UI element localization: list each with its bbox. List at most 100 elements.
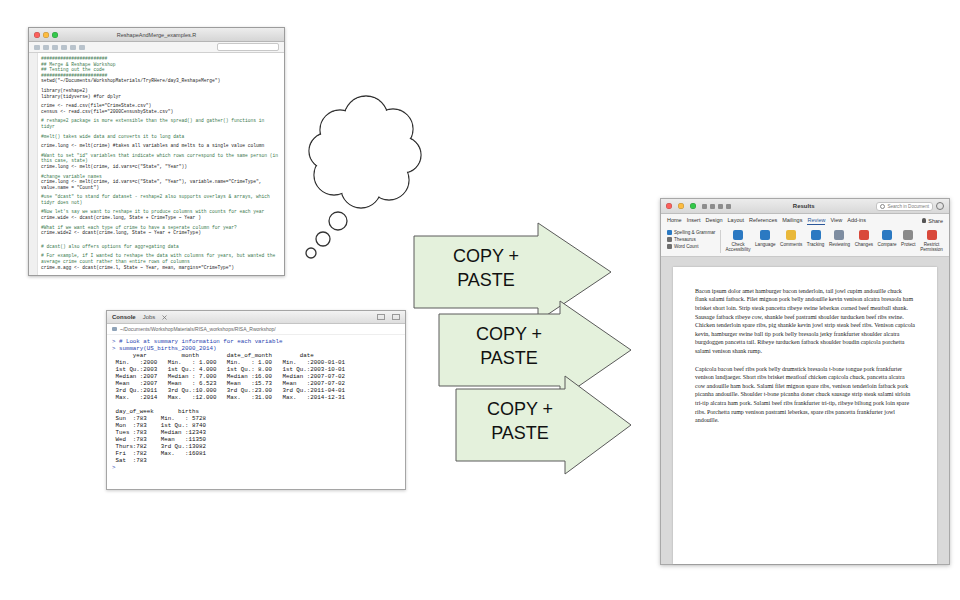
arrow-label: COPY + PASTE: [436, 222, 536, 292]
code-comment: #What if we want each type of crime to h…: [41, 225, 280, 231]
code-line: crime.wide2 <- dcast(crime.long, State ~…: [41, 230, 280, 236]
block-arrow-outline: [456, 376, 631, 474]
thought-cloud-fill: [310, 97, 421, 208]
ribbon-icon: [760, 230, 770, 240]
ribbon-label: Reviewing: [829, 242, 850, 247]
ribbon-small-button: Spelling & Grammar: [667, 230, 715, 235]
code-comment: # For example, if I wanted to reshape th…: [41, 253, 280, 264]
ribbon-icon: [834, 230, 844, 240]
code-comment: #Want to set "id" variables that indicat…: [41, 153, 280, 164]
ribbon-label: Compare: [878, 242, 897, 247]
ribbon-large-button: Changes: [855, 230, 873, 247]
help-icon: [936, 202, 944, 210]
editor-toolbar: [29, 42, 284, 53]
thought-cloud: [309, 96, 421, 208]
ribbon-label: Spelling & Grammar: [674, 230, 715, 235]
code-line: crime.m.agg <- dcast(crime.l, State ~ Ye…: [41, 265, 280, 271]
window-title: ReshapeAndMerge_examples.R: [61, 32, 252, 38]
window-button: [690, 203, 696, 209]
close-icon: [162, 315, 167, 320]
thought-dot: [316, 232, 330, 246]
person-icon: [922, 218, 926, 223]
window-button: [666, 203, 672, 209]
ribbon-separator: [720, 230, 721, 253]
window-button: [43, 32, 49, 38]
console-output-line: Wed :783 Mean :11350: [112, 436, 400, 443]
toolbar-icon: [710, 204, 715, 209]
ribbon-large-button: Compare: [878, 230, 897, 247]
code-comment: #Now let's say we want to reshape it to …: [41, 209, 280, 215]
window-button: [52, 32, 58, 38]
console-output: > # Look at summary information for each…: [107, 335, 405, 477]
code-comment: # dcast() also offers options for aggreg…: [41, 244, 280, 250]
arrow-label: COPY + PASTE: [459, 300, 559, 370]
ribbon-tab: Design: [705, 216, 722, 225]
block-arrow-outline: [439, 301, 631, 399]
ribbon-label: Word Count: [674, 244, 698, 249]
share-button: Share: [922, 218, 943, 224]
toolbar-icon: [43, 45, 49, 50]
ribbon-small-button: Word Count: [667, 244, 715, 249]
body-paragraph: Capicola bacon beef ribs pork belly drum…: [695, 365, 915, 425]
document-page: Bacon ipsum dolor amet hamburger bacon t…: [673, 267, 937, 564]
toolbar-icon: [52, 45, 58, 50]
ribbon-icon: [667, 244, 672, 249]
ribbon-icon: [811, 230, 821, 240]
body-paragraph: Bacon ipsum dolor amet hamburger bacon t…: [695, 287, 915, 356]
ribbon-label: Restrict Permission: [920, 242, 943, 253]
ribbon-icon: [859, 230, 869, 240]
code-comment: ## Testing out the code: [41, 67, 280, 73]
copy-paste-arrow: COPY + PASTE: [455, 375, 633, 475]
console-command: >: [112, 464, 400, 471]
ribbon-label: Comments: [780, 242, 802, 247]
ribbon-icon: [903, 230, 913, 240]
ribbon-large-button: Restrict Permission: [920, 230, 943, 253]
folder-icon: [112, 327, 117, 331]
ribbon-label: Changes: [855, 242, 873, 247]
ribbon-icon: [667, 230, 672, 235]
console-output-line: Sun :783 Min. : 5728: [112, 415, 400, 422]
working-directory: ~/Documents/WorkshopMaterials/RISA_works…: [120, 326, 276, 332]
console-output-line: 3rd Qu.:2011 3rd Qu.:10.000 3rd Qu.:23.0…: [112, 387, 400, 394]
console-window: ConsoleJobs~/Documents/WorkshopMaterials…: [106, 310, 406, 490]
share-label: Share: [928, 218, 943, 224]
console-output-line: Fri :782 Max. :16081: [112, 450, 400, 457]
console-output-line: Max. :2014 Max. :12.000 Max. :31.00 Max.…: [112, 394, 400, 401]
ribbon-icon: [667, 237, 672, 242]
review-ribbon: Spelling & GrammarThesaurusWord Count Che…: [661, 227, 949, 257]
block-arrow-outline: [414, 223, 611, 321]
code-line: library(tidyverse) #for dplyr: [41, 94, 280, 100]
ribbon-large-button: Protect: [901, 230, 916, 247]
pane-control: [392, 314, 400, 320]
line-gutter: [29, 53, 38, 275]
toolbar-icon: [702, 204, 707, 209]
code-area: ########################## Merge & Resha…: [29, 53, 284, 275]
code-comment: #use "dcast" to stand for dataset - resh…: [41, 194, 280, 205]
window-button: [34, 32, 40, 38]
ribbon-tab: Review: [807, 216, 825, 225]
ribbon-label: Check Accessibility: [725, 242, 750, 253]
toolbar-icon: [34, 45, 40, 50]
ribbon-tab: Add-ins: [847, 216, 866, 225]
ribbon-small-button: Thesaurus: [667, 237, 715, 242]
document-area: Bacon ipsum dolor amet hamburger bacon t…: [661, 257, 949, 564]
ribbon-icon: [786, 230, 796, 240]
console-command: > summary(US_births_2000_2014): [112, 345, 400, 352]
pane-tab: Jobs: [143, 314, 156, 320]
console-output-line: Min. :2000 Min. : 1.000 Min. : 1.00 Min.…: [112, 359, 400, 366]
code-comment: ########################: [41, 56, 280, 62]
code-line: crime.long <- melt(crime, id.vars=c("Sta…: [41, 179, 280, 190]
console-output-line: Sat :783: [112, 457, 400, 464]
path-bar: ~/Documents/WorkshopMaterials/RISA_works…: [107, 324, 405, 335]
console-output-line: Thurs:782 3rd Qu.:13082: [112, 443, 400, 450]
ribbon-tab: Home: [667, 216, 682, 225]
ribbon-icon: [927, 230, 937, 240]
magnifier-icon: [880, 204, 885, 209]
ribbon-label: Protect: [901, 242, 916, 247]
search-field: [217, 43, 279, 51]
console-output-line: year month date_of_month date: [112, 352, 400, 359]
copy-paste-arrow: COPY + PASTE: [413, 222, 613, 322]
console-command: > # Look at summary information for each…: [112, 338, 400, 345]
console-output-line: Tues :783 Median :12343: [112, 429, 400, 436]
copy-paste-arrow: COPY + PASTE: [438, 300, 633, 400]
